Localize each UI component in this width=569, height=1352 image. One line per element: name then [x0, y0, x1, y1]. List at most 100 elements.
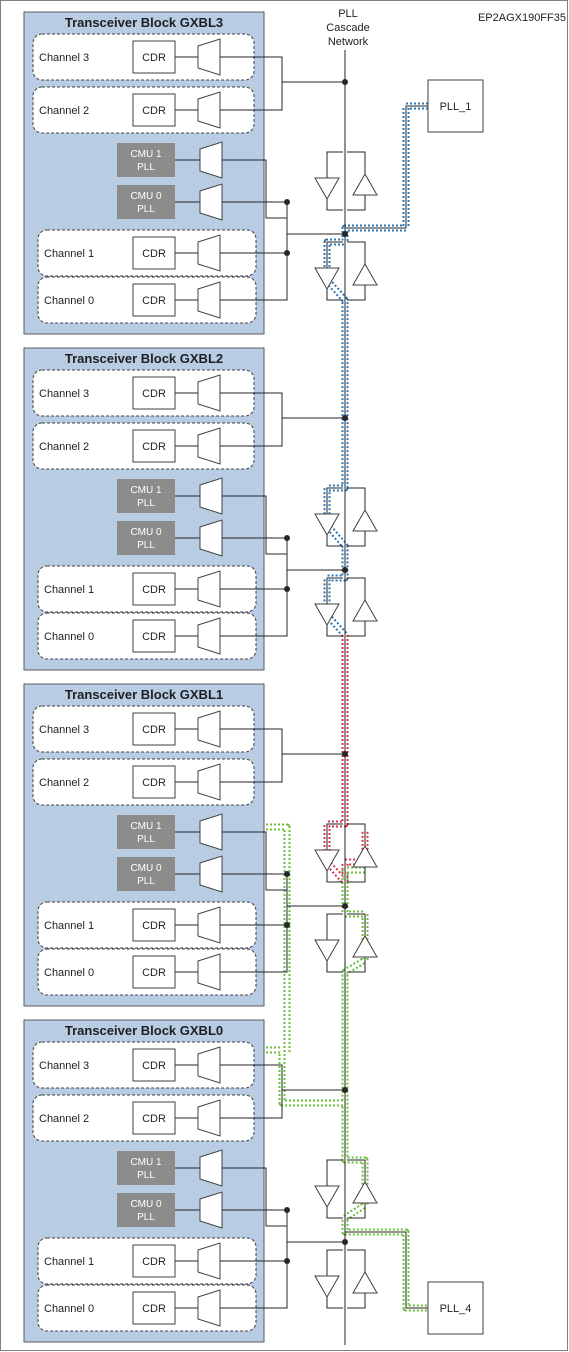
cmu1-route — [222, 495, 287, 555]
cmu-mux — [199, 477, 223, 515]
block-wiring — [220, 392, 348, 637]
channel-label: Channel 3 — [39, 724, 89, 736]
cmu-mux — [199, 813, 223, 851]
cmu-label-line2: PLL — [137, 498, 155, 509]
cdr-box — [132, 712, 176, 746]
buffer-wire — [347, 285, 366, 301]
cdr-box — [132, 1101, 176, 1135]
upper-channel-bus — [220, 56, 283, 111]
buffer-wire — [347, 1159, 366, 1182]
cmu-label-line1: CMU 0 — [130, 1199, 162, 1210]
cmu-pll-box — [117, 521, 175, 555]
green-highlight-path-core — [343, 868, 428, 1310]
channel-label: Channel 2 — [39, 1113, 89, 1125]
network-label-line1: PLL — [338, 8, 358, 20]
block-title: Transceiver Block GXBL3 — [65, 15, 223, 30]
cascade-buffer-pair — [314, 151, 378, 211]
cmu-mux — [199, 519, 223, 557]
cascade-buffer-pair — [314, 1249, 378, 1309]
buffer-wire — [326, 913, 343, 940]
block-title: Transceiver Block GXBL2 — [65, 351, 223, 366]
buffer-wire — [326, 487, 343, 514]
channel-label: Channel 0 — [44, 1303, 94, 1315]
buffer-wire — [347, 1203, 366, 1219]
cmu-pll-box — [117, 143, 175, 177]
up-buffer-triangle — [352, 934, 378, 958]
block-title: Transceiver Block GXBL1 — [65, 687, 223, 702]
buffer-wire — [326, 241, 343, 268]
cmu-pll-box — [117, 857, 175, 891]
cascade-buffer-pair — [314, 241, 378, 301]
down-buffer-triangle — [314, 177, 340, 201]
channel-mux — [197, 1046, 221, 1084]
buffer-wire — [347, 487, 366, 510]
channel-label: Channel 0 — [44, 631, 94, 643]
network-label-line3: Network — [328, 36, 369, 48]
pll-1-node: PLL_1 — [427, 79, 484, 133]
buffer-wire — [347, 867, 366, 883]
channel-label: Channel 3 — [39, 1060, 89, 1072]
cdr-box — [132, 1048, 176, 1082]
cdr-box — [132, 236, 176, 270]
buffer-wire — [347, 913, 366, 936]
cmu-label-line1: CMU 0 — [130, 527, 162, 538]
upper-channel-bus — [220, 728, 283, 783]
green-highlight-path — [341, 866, 428, 1312]
cdr-label: CDR — [142, 1256, 166, 1268]
cdr-label: CDR — [142, 724, 166, 736]
channel-mux — [197, 710, 221, 748]
cdr-label: CDR — [142, 1113, 166, 1125]
channel-label: Channel 3 — [39, 52, 89, 64]
cmu-label-line2: PLL — [137, 1212, 155, 1223]
block-wiring — [220, 56, 348, 301]
lower-channel-bus — [220, 538, 288, 637]
buffer-wire — [326, 1249, 343, 1276]
cmu-label-line1: CMU 0 — [130, 863, 162, 874]
lower-channel-bus — [220, 202, 288, 301]
down-buffer-triangle — [314, 849, 340, 873]
channel-mux — [197, 570, 221, 608]
cmu-label-line1: CMU 1 — [130, 149, 162, 160]
channel-mux — [197, 281, 221, 319]
up-buffer-triangle — [352, 1270, 378, 1294]
channel-label: Channel 2 — [39, 441, 89, 453]
buffer-wire — [326, 535, 343, 547]
block-title: Transceiver Block GXBL0 — [65, 1023, 223, 1038]
channel-label: Channel 2 — [39, 777, 89, 789]
cmu1-route — [222, 159, 287, 219]
pll-4-label: PLL_4 — [440, 1303, 472, 1315]
cdr-label: CDR — [142, 631, 166, 643]
cdr-label: CDR — [142, 1303, 166, 1315]
channel-row: Channel 1 CDR — [37, 1237, 257, 1285]
cascade-buffer-pair — [314, 823, 378, 883]
buffer-wire — [326, 871, 343, 883]
cmu-label-line2: PLL — [137, 162, 155, 173]
cascade-buffer-pair — [314, 577, 378, 637]
cdr-box — [132, 283, 176, 317]
junction-dot — [284, 871, 290, 877]
cmu-label-line2: PLL — [137, 876, 155, 887]
buffer-wire — [326, 289, 343, 301]
junction-dot — [284, 250, 290, 256]
channel-label: Channel 0 — [44, 967, 94, 979]
buffer-wire — [326, 199, 343, 211]
channel-label: Channel 1 — [44, 1256, 94, 1268]
device-label: EP2AGX190FF35 — [478, 12, 566, 24]
cmu-mux — [199, 183, 223, 221]
junction-dot — [284, 586, 290, 592]
down-buffer-triangle — [314, 513, 340, 537]
cdr-box — [132, 572, 176, 606]
channel-mux — [197, 906, 221, 944]
cdr-box — [132, 955, 176, 989]
channel-mux — [197, 234, 221, 272]
cmu-row: CMU 0 PLL — [117, 1191, 223, 1229]
